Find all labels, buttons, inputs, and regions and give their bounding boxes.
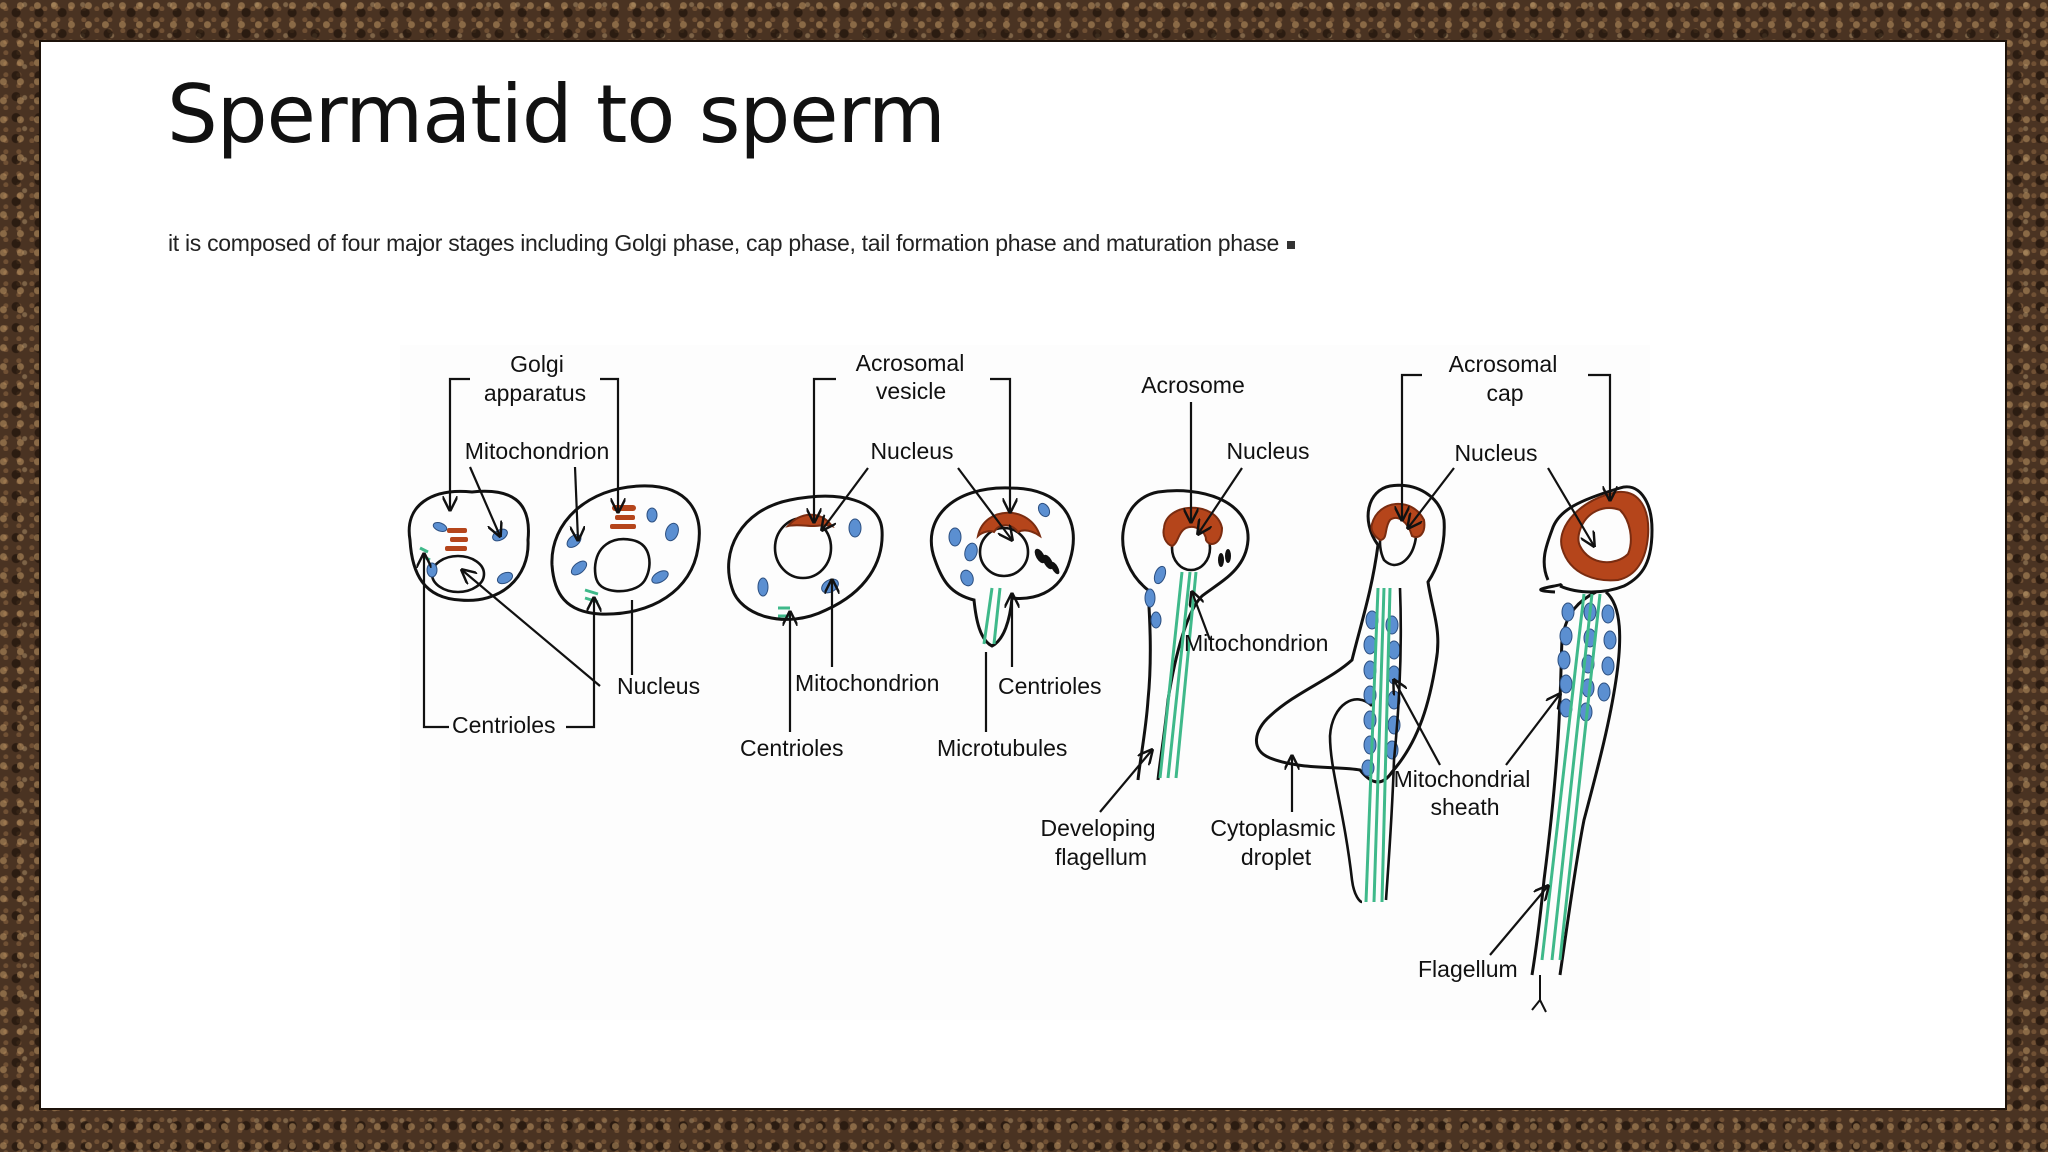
label-microtubules: Microtubules [937, 735, 1067, 761]
diagram-background [400, 345, 1650, 1020]
stage4-sperm-acrosomal-cap [1560, 490, 1650, 582]
stage2-cell-b-microtubules [982, 587, 1002, 645]
label-mitochondrial-sheath-2: sheath [1430, 794, 1499, 820]
stage1-cell-b [550, 484, 701, 616]
label-cytoplasmic-droplet-1: Cytoplasmic [1210, 815, 1335, 841]
stage4-cell-a-tail-outline [1384, 587, 1403, 901]
label-centrioles-2: Centrioles [998, 673, 1102, 699]
label-mitochondrion-2: Mitochondrion [795, 670, 939, 696]
label-nucleus-1: Nucleus [617, 673, 700, 699]
stage3-dark-bodies [1218, 549, 1231, 567]
stage2-cell-b-dark-bodies [1034, 548, 1060, 575]
label-acrosome: Acrosome [1141, 372, 1245, 398]
label-acrosomal-vesicle-1: Acrosomal [856, 350, 965, 376]
label-nucleus-4: Nucleus [1454, 440, 1537, 466]
label-nucleus-2: Nucleus [870, 438, 953, 464]
label-nucleus-3: Nucleus [1226, 438, 1309, 464]
label-mitochondrial-sheath-1: Mitochondrial [1394, 766, 1531, 792]
label-acrosomal-vesicle-2: vesicle [876, 378, 946, 404]
slide-subtitle: it is composed of four major stages incl… [168, 230, 1295, 257]
label-golgi-apparatus-1: Golgi [510, 351, 564, 377]
label-acrosomal-cap-2: cap [1486, 380, 1523, 406]
label-developing-flagellum-2: flagellum [1055, 844, 1147, 870]
bullet-marker [1286, 240, 1295, 249]
stage4-cell-a-flagellum [1364, 587, 1392, 903]
label-cytoplasmic-droplet-2: droplet [1241, 844, 1312, 870]
label-developing-flagellum-1: Developing [1040, 815, 1155, 841]
label-acrosomal-cap-1: Acrosomal [1449, 351, 1558, 377]
label-mitochondrion-1: Mitochondrion [465, 438, 609, 464]
stage1-leader-lines [424, 377, 634, 729]
label-centrioles-3: Centrioles [740, 735, 844, 761]
stage1-cell-a-golgi [445, 528, 468, 551]
label-mitochondrion-3: Mitochondrion [1184, 630, 1328, 656]
subtitle-text: it is composed of four major stages incl… [168, 230, 1279, 256]
stage2-leader-lines [790, 377, 1012, 732]
label-centrioles-1: Centrioles [452, 712, 556, 738]
stage3-leader-lines [1099, 402, 1243, 813]
stage2-cell-b-mitochondria [948, 502, 1051, 587]
label-flagellum: Flagellum [1418, 956, 1518, 982]
label-golgi-apparatus-2: apparatus [484, 380, 586, 406]
stage1-cell-b-mitochondria [566, 507, 679, 584]
stage3-mitochondria [1144, 565, 1167, 629]
slide-title: Spermatid to sperm [167, 68, 946, 161]
stage4-leader-lines [1292, 373, 1610, 956]
